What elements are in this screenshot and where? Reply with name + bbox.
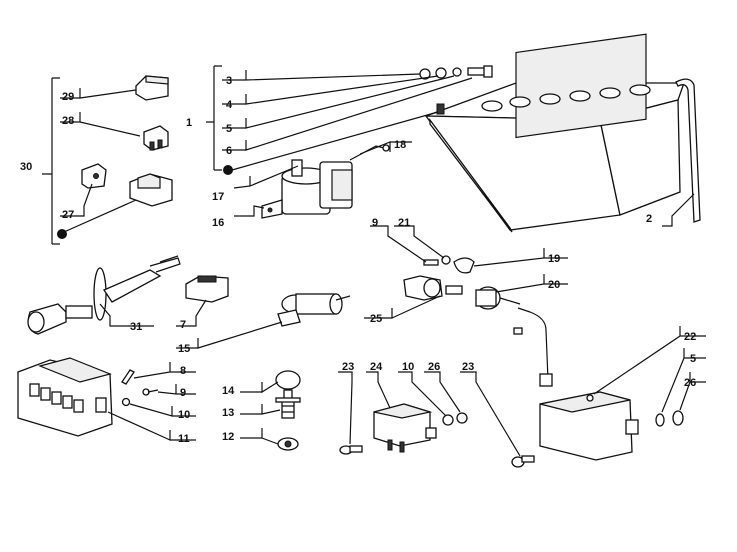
relay-screw bbox=[339, 445, 363, 455]
relay-washers bbox=[442, 412, 468, 426]
label-5: 5 bbox=[226, 123, 232, 135]
label-18: 18 bbox=[394, 139, 406, 151]
label-5-right: 5 bbox=[690, 353, 696, 365]
label-10-lower: 10 bbox=[178, 409, 190, 421]
label-26-mid: 26 bbox=[428, 361, 440, 373]
ground-cable bbox=[513, 307, 553, 387]
label-27: 27 bbox=[62, 209, 74, 221]
label-7: 7 bbox=[180, 319, 186, 331]
label-16: 16 bbox=[212, 217, 224, 229]
label-9: 9 bbox=[372, 217, 378, 229]
relay-socket bbox=[185, 275, 229, 303]
hardware-kit-dot-marker bbox=[223, 165, 233, 175]
label-24: 24 bbox=[370, 361, 383, 373]
label-11: 11 bbox=[178, 433, 190, 445]
label-22: 22 bbox=[684, 331, 696, 343]
ignition-coil bbox=[261, 144, 390, 219]
label-6: 6 bbox=[226, 145, 232, 157]
bulb-holder bbox=[27, 255, 181, 335]
label-29: 29 bbox=[62, 91, 74, 103]
label-20: 20 bbox=[548, 279, 560, 291]
label-14: 14 bbox=[222, 385, 235, 397]
label-15: 15 bbox=[178, 343, 190, 355]
relay bbox=[373, 403, 437, 453]
regulator-washers bbox=[655, 410, 684, 427]
fuse-block bbox=[129, 173, 173, 207]
fuse-box-screws bbox=[121, 369, 159, 407]
label-25: 25 bbox=[370, 313, 382, 325]
part-number-labels: 30 29 28 27 1 3 4 5 6 17 16 18 2 9 21 19… bbox=[20, 75, 696, 445]
label-2: 2 bbox=[646, 213, 652, 225]
battery-cable-connector bbox=[403, 275, 521, 310]
label-23-left: 23 bbox=[342, 361, 354, 373]
label-3: 3 bbox=[226, 75, 232, 87]
label-13: 13 bbox=[222, 407, 234, 419]
push-switch bbox=[275, 370, 301, 451]
fuse bbox=[143, 125, 169, 151]
label-19: 19 bbox=[548, 253, 560, 265]
condenser bbox=[277, 293, 351, 327]
label-4: 4 bbox=[226, 99, 233, 111]
battery-terminal-hardware bbox=[419, 65, 493, 80]
label-21: 21 bbox=[398, 217, 410, 229]
battery-strap bbox=[675, 78, 701, 223]
label-28: 28 bbox=[62, 115, 74, 127]
label-12: 12 bbox=[222, 431, 234, 443]
cable-clamp bbox=[423, 255, 475, 274]
label-26-right: 26 bbox=[684, 377, 696, 389]
battery bbox=[424, 33, 685, 233]
regulator-screw bbox=[511, 455, 535, 468]
label-8: 8 bbox=[180, 365, 186, 377]
label-30: 30 bbox=[20, 161, 32, 173]
label-31: 31 bbox=[130, 321, 142, 333]
voltage-regulator bbox=[539, 391, 639, 461]
label-17: 17 bbox=[212, 191, 224, 203]
label-9-lower: 9 bbox=[180, 387, 186, 399]
label-1: 1 bbox=[186, 117, 192, 129]
fuse-box bbox=[17, 357, 113, 437]
label-10-mid: 10 bbox=[402, 361, 414, 373]
leader-lines bbox=[42, 65, 706, 457]
fuse-clip bbox=[81, 163, 107, 189]
fuse-holder-cap bbox=[135, 75, 169, 101]
fuse-kit-dot-marker bbox=[57, 229, 67, 239]
label-23-right: 23 bbox=[462, 361, 474, 373]
